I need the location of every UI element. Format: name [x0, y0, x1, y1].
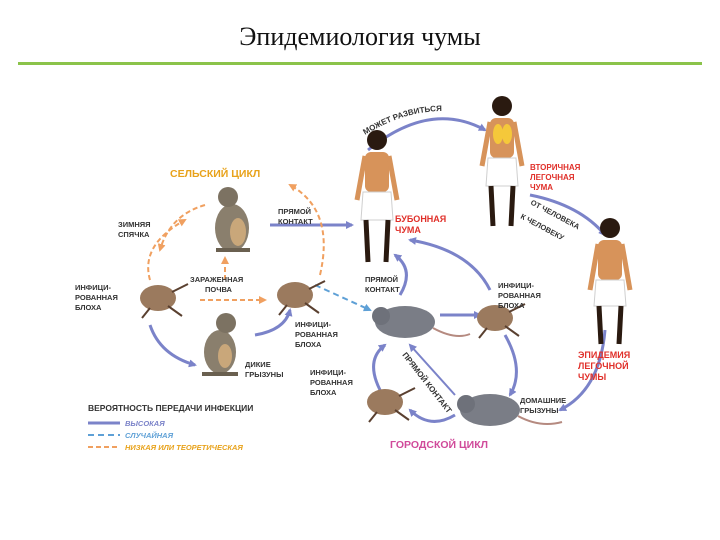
flea-bottom-line-1: ИНФИЦИ-	[310, 368, 346, 377]
title-divider	[18, 62, 702, 65]
pneumonic-epidemic-line-3: ЧУМЫ	[578, 372, 606, 382]
arrow-epidemic-loop	[558, 329, 607, 412]
human-epidemic-icon	[587, 218, 633, 345]
arrow-rural-to-rat	[314, 284, 372, 312]
direct-contact-1-line-2: КОНТАКТ	[278, 217, 313, 226]
slide-title: Эпидемиология чумы	[239, 22, 481, 51]
flea-icon-center	[277, 280, 326, 316]
arrow-domestic-to-flea	[408, 408, 456, 423]
domestic-rodents-line-1: ДОМАШНИЕ	[520, 396, 566, 405]
pneumonic-epidemic-line-1: ЭПИДЕМИЯ	[578, 350, 630, 360]
legend: ВЕРОЯТНОСТЬ ПЕРЕДАЧИ ИНФЕКЦИИ ВЫСОКАЯ СЛ…	[88, 403, 253, 452]
arrow-hibernation	[157, 204, 206, 252]
direct-contact-3-label: ПРЯМОЙ КОНТАКТ	[400, 351, 453, 415]
flea-right-line-2: РОВАННАЯ	[498, 291, 541, 300]
wild-rodent-icon	[202, 313, 238, 376]
arrow-flea-to-marmot	[147, 219, 187, 281]
flea-bottom-line-3: БЛОХА	[310, 388, 337, 397]
secondary-pneumonic-line-2: ЛЕГОЧНАЯ	[530, 173, 575, 182]
legend-label-low: НИЗКАЯ ИЛИ ТЕОРЕТИЧЕСКАЯ	[125, 443, 243, 452]
marmot-icon	[215, 187, 250, 252]
transmission-arrows	[147, 117, 607, 423]
flea-icon-bottom	[367, 387, 416, 423]
legend-label-occasional: СЛУЧАЙНАЯ	[125, 431, 174, 440]
arrow-flea-to-domestic	[503, 334, 518, 397]
arrow-rat-to-human	[393, 253, 408, 296]
legend-title: ВЕРОЯТНОСТЬ ПЕРЕДАЧИ ИНФЕКЦИИ	[88, 403, 253, 413]
flea-right-line-3: БЛОХА	[498, 301, 525, 310]
hibernation-label-2: СПЯЧКА	[118, 230, 150, 239]
flea-left-line-1: ИНФИЦИ-	[75, 283, 111, 292]
flea-center-line-3: БЛОХА	[295, 340, 322, 349]
direct-contact-2-line-1: ПРЯМОЙ	[365, 275, 398, 284]
arrow-domestic-contact	[408, 343, 456, 396]
arrow-rural-loop	[288, 184, 325, 276]
contaminated-soil-line-1: ЗАРАЖЕННАЯ	[190, 275, 243, 284]
bubonic-plague-line-1: БУБОННАЯ	[395, 214, 446, 224]
secondary-pneumonic-line-3: ЧУМА	[530, 183, 553, 192]
rural-cycle-label: СЕЛЬСКИЙ ЦИКЛ	[170, 167, 260, 180]
flea-right-line-1: ИНФИЦИ-	[498, 281, 534, 290]
rat-icon-center	[372, 306, 471, 338]
human-secondary-pneumonic-icon	[479, 96, 525, 227]
legend-label-high: ВЫСОКАЯ	[125, 419, 165, 428]
contaminated-soil-line-2: ПОЧВА	[205, 285, 233, 294]
flea-icon-left	[140, 283, 189, 319]
domestic-rodents-line-2: ГРЫЗУНЫ	[520, 406, 558, 415]
hibernation-label-1: ЗИМНЯЯ	[118, 220, 151, 229]
direct-contact-2-line-2: КОНТАКТ	[365, 285, 400, 294]
arrow-flea-to-human	[408, 237, 492, 291]
flea-left-line-2: РОВАННАЯ	[75, 293, 118, 302]
pneumonic-epidemic-line-2: ЛЕГОЧНОЙ	[578, 360, 629, 371]
flea-left-line-3: БЛОХА	[75, 303, 102, 312]
flea-bottom-line-2: РОВАННАЯ	[310, 378, 353, 387]
arrow-flea-to-rodent	[148, 324, 197, 368]
wild-rodents-line-2: ГРЫЗУНЫ	[245, 370, 283, 379]
bubonic-plague-line-2: ЧУМА	[395, 225, 421, 235]
flea-center-line-2: РОВАННАЯ	[295, 330, 338, 339]
arrow-flea-to-rat	[372, 343, 387, 391]
arrow-person-to-person	[529, 193, 607, 237]
flea-icon-right	[477, 303, 526, 339]
arrow-rodent-to-flea	[254, 308, 293, 337]
human-bubonic-icon	[354, 130, 400, 263]
wild-rodents-line-1: ДИКИЕ	[245, 360, 271, 369]
urban-cycle-label: ГОРОДСКОЙ ЦИКЛ	[390, 438, 488, 451]
secondary-pneumonic-line-1: ВТОРИЧНАЯ	[530, 163, 581, 172]
flea-center-line-1: ИНФИЦИ-	[295, 320, 331, 329]
domestic-rat-icon	[457, 394, 563, 426]
direct-contact-1-line-1: ПРЯМОЙ	[278, 207, 311, 216]
